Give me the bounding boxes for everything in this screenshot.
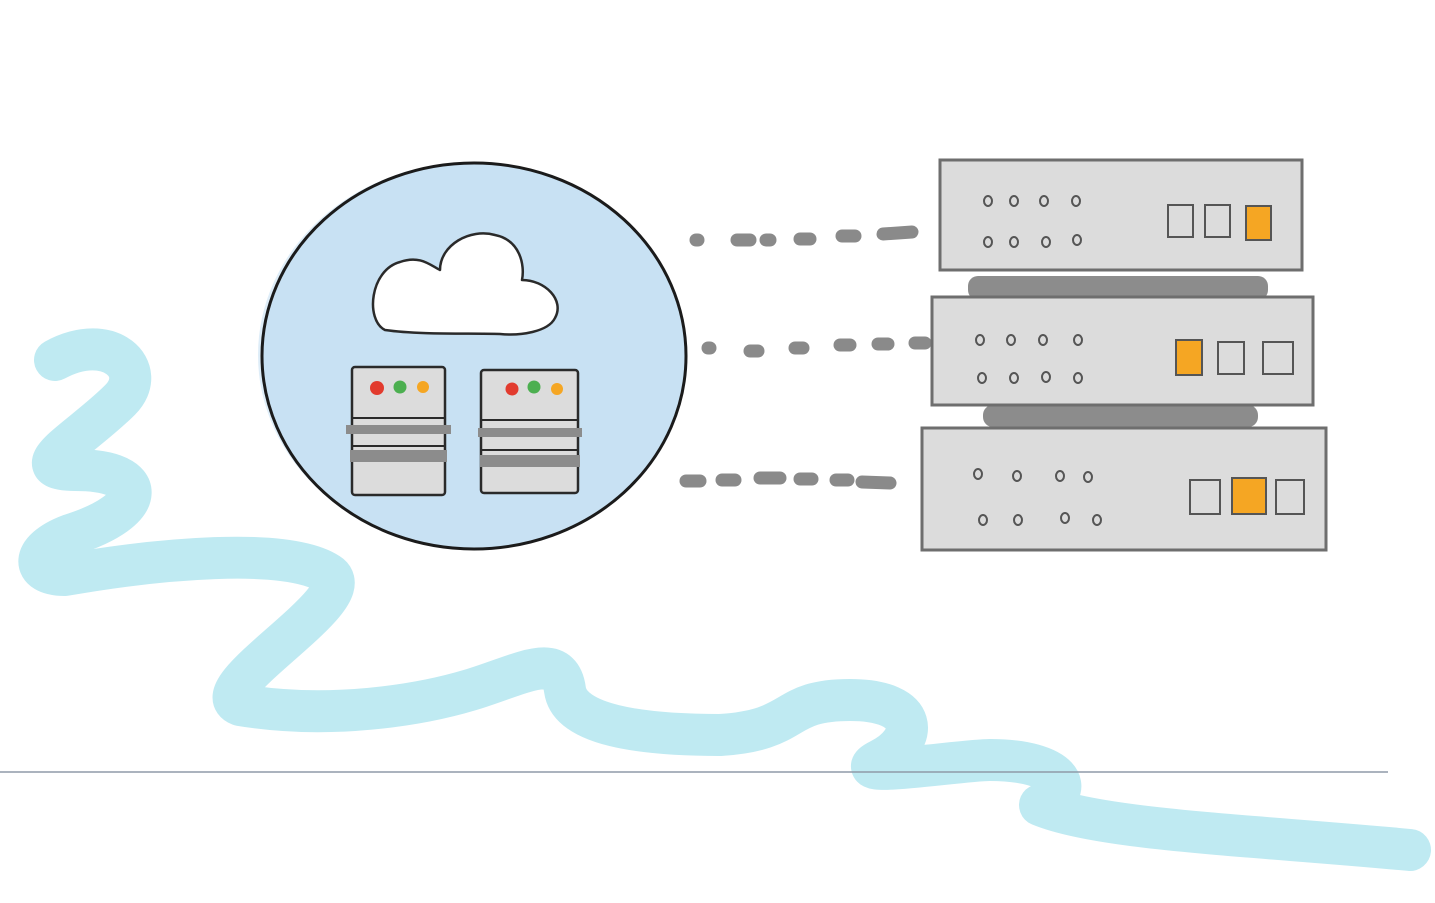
cloud-icon bbox=[371, 232, 559, 336]
connector-bottom bbox=[679, 471, 897, 490]
drive-indicator-active bbox=[1175, 339, 1203, 376]
status-light-orange bbox=[551, 383, 563, 395]
drive-indicator bbox=[1167, 204, 1194, 238]
river-squiggle bbox=[18, 328, 1431, 871]
connector-middle bbox=[701, 336, 932, 358]
drive-indicator bbox=[1275, 479, 1305, 515]
drive-indicator bbox=[1262, 341, 1294, 375]
rack-server-bottom bbox=[920, 426, 1328, 552]
status-light-red bbox=[370, 381, 384, 395]
drive-indicator bbox=[1217, 341, 1245, 375]
status-light-red bbox=[505, 382, 519, 396]
cloud-bubble bbox=[258, 161, 688, 551]
drive-indicator-active bbox=[1245, 205, 1272, 241]
drive-indicator bbox=[1189, 479, 1221, 515]
connector-top bbox=[689, 225, 919, 247]
rack-server-middle bbox=[930, 295, 1315, 407]
rack-server-top bbox=[938, 158, 1304, 272]
drive-indicator-active bbox=[1231, 477, 1267, 515]
mini-server-left bbox=[346, 365, 451, 497]
status-light-green bbox=[527, 380, 541, 394]
drive-indicator bbox=[1204, 204, 1231, 238]
mini-server-right bbox=[478, 368, 582, 495]
rack-shadow bbox=[968, 276, 1268, 300]
rack-shadow bbox=[983, 405, 1258, 427]
status-light-green bbox=[393, 380, 407, 394]
server-rack bbox=[920, 158, 1328, 552]
status-light-orange bbox=[417, 381, 429, 393]
